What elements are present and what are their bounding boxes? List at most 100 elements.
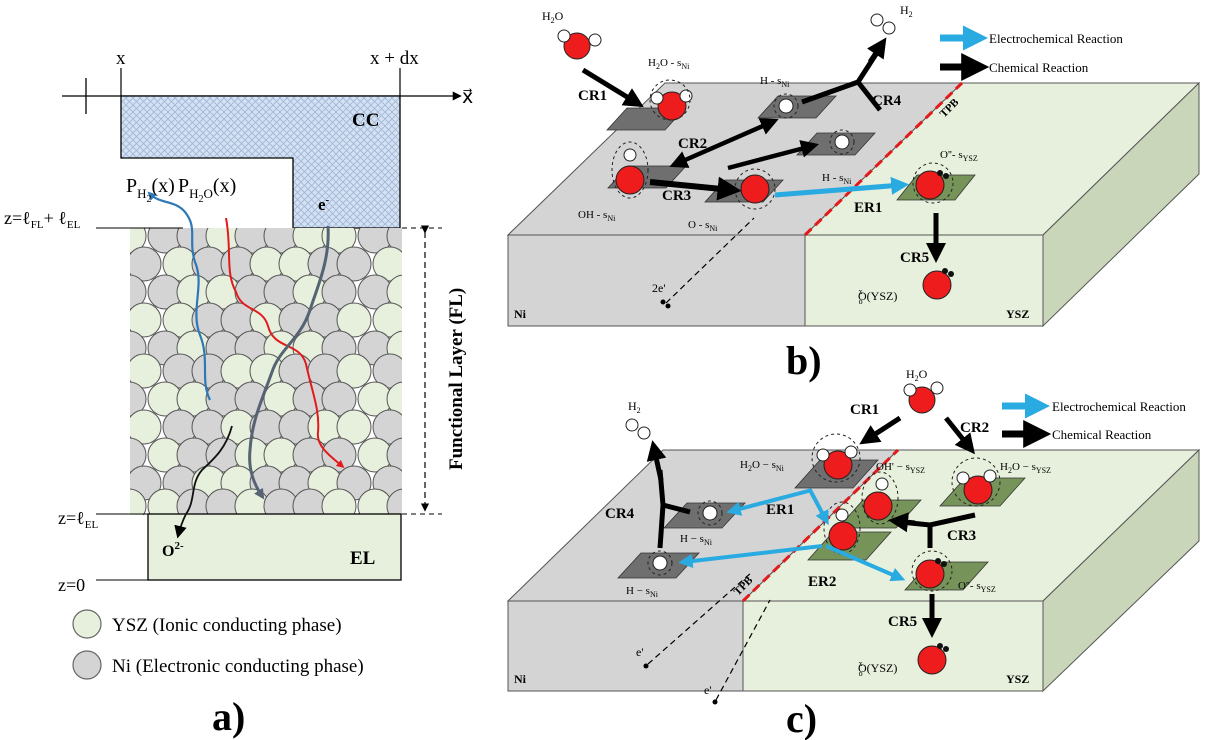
electron-label: e-	[318, 194, 330, 214]
p-h2-label: PH2(x)	[126, 175, 175, 205]
ni-particle	[372, 353, 402, 389]
ni-front-face-c	[507, 600, 744, 692]
adsorbed-h-sni-b-c	[647, 550, 673, 576]
adsorbed-h-sni-top	[773, 93, 799, 119]
adsorbed-h2o-sni-c	[811, 433, 861, 483]
oh-ysz-label-c: OH' − sYSZ	[876, 461, 925, 475]
site-h-sni-top	[757, 95, 837, 119]
h2o-sni-label: H2O - sNi	[648, 57, 690, 71]
legend-chem-label-c: Chemical Reaction	[1052, 427, 1152, 442]
x-vector-label: x⃗	[462, 87, 473, 108]
o-sni-label: O - sNi	[688, 219, 718, 233]
two-e-label: 2e'	[652, 281, 666, 295]
ni-particle	[321, 381, 357, 417]
cc-label: CC	[352, 110, 379, 131]
p-h2o-label: PH2O(x)	[178, 175, 236, 205]
adsorbed-oh-ysz2-c	[823, 501, 861, 555]
oxide-path	[174, 425, 233, 539]
h-sni-top-label: H - sNi	[760, 75, 790, 89]
adsorbed-h-sni-a-c	[697, 500, 723, 526]
oh-sni-label: OH - sNi	[578, 209, 616, 223]
electron-dot-b1	[660, 299, 666, 305]
tpb-line	[803, 81, 964, 237]
cr1-label-b: CR1	[578, 88, 607, 104]
panel-b-label: b)	[786, 338, 822, 383]
ysz-particle	[372, 246, 402, 282]
arrow-cr2-b-a	[669, 118, 779, 168]
e1-label-c: e'	[636, 645, 644, 659]
ysz-particle	[130, 488, 147, 515]
h2-path	[147, 191, 211, 401]
o-ysz-label: O''- sYSZ	[940, 149, 978, 163]
cr4-label-c: CR4	[605, 506, 635, 522]
electron-path-b	[665, 217, 755, 304]
gas-h2-label: H2	[900, 3, 913, 19]
el-label: EL	[350, 548, 375, 569]
gas-h2-label-c: H2	[628, 399, 641, 415]
ni-particle	[321, 437, 357, 473]
ni-front-face	[507, 234, 806, 327]
electrolyte-layer	[147, 513, 402, 581]
adsorbed-oh-sni	[611, 141, 649, 199]
electron-path	[248, 225, 330, 500]
ysz-side-face-c	[1042, 448, 1200, 693]
adsorbed-o-ysz-c	[911, 550, 953, 592]
ysz-front-face-c	[742, 600, 1044, 692]
legend-electro-label-c: Electrochemical Reaction	[1052, 399, 1186, 414]
panel-c: TPB Ni YSZ H2 H2O H2O − sNi	[506, 367, 1201, 740]
arrow-cr3-b	[649, 176, 742, 201]
oox-label-c: Oox(YSZ)	[858, 659, 897, 678]
ni-particle	[336, 246, 372, 282]
z-zero-label: z=0	[58, 575, 85, 595]
ni-particle	[130, 274, 147, 310]
arrow-er2-c-b	[825, 544, 906, 582]
arrow-cr1-b	[581, 67, 644, 108]
ysz-particle	[321, 488, 357, 515]
particle-bed	[130, 228, 402, 515]
cr5-label-b: CR5	[900, 250, 929, 266]
cr2-label-c: CR2	[960, 420, 989, 436]
electron-path-c1	[647, 571, 753, 665]
h-sni-mid-label: H - sNi	[822, 172, 852, 186]
arrow-er2-c-a	[678, 544, 823, 569]
ni-particle	[130, 246, 162, 282]
arrow-cr2-c	[944, 416, 975, 455]
panel-b: TPB Ni YSZ H2O H2 H2O - sNi	[506, 3, 1201, 383]
xdx-label: x + dx	[370, 48, 419, 69]
legend-ysz-label: YSZ (Ionic conducting phase)	[112, 615, 342, 636]
arrow-er1-b	[774, 176, 910, 198]
z-mid-label: z=ℓEL	[58, 508, 98, 531]
ysz-side-face	[1042, 81, 1200, 328]
adsorbed-o-ysz	[912, 162, 954, 204]
adsorbed-o-sni	[734, 168, 776, 210]
legend-electro-label-b: Electrochemical Reaction	[989, 31, 1123, 46]
e2-label-c: e'	[704, 683, 712, 697]
ysz-particle	[336, 302, 372, 338]
cr1-label-c: CR1	[850, 402, 879, 418]
ni-label: Ni	[514, 307, 527, 321]
gas-h2o-molecule-c	[903, 381, 944, 414]
er1-label-c: ER1	[766, 502, 794, 518]
ysz-particle	[386, 381, 402, 417]
x-label: x	[116, 48, 126, 69]
ysz-particle	[130, 353, 162, 389]
cr5-label-c: CR5	[888, 614, 917, 630]
gas-h2o-molecule	[557, 29, 602, 60]
adsorbed-h2o-ysz-c	[951, 457, 1001, 507]
electron-dot-b2	[665, 303, 671, 309]
ysz-particle	[372, 302, 402, 338]
legend-ni-swatch	[72, 650, 102, 680]
lattice-oxygen-c	[917, 643, 949, 675]
panel-a: x x + dx x⃗ CC EL z=ℓFL+ ℓEL z=ℓEL z=0 F…	[4, 48, 473, 739]
ni-particle	[130, 381, 147, 417]
panel-c-label: c)	[786, 696, 817, 740]
electron-dot-c2	[712, 699, 718, 705]
arrow-cr4-c-head	[646, 440, 667, 481]
legend-ni-label: Ni (Electronic conducting phase)	[112, 656, 364, 677]
cr4-label-b: CR4	[872, 93, 902, 109]
ni-particle	[321, 274, 357, 310]
arrow-cr3-c-head	[888, 512, 916, 533]
er1-label-b: ER1	[854, 200, 882, 216]
ni-label-c: Ni	[514, 672, 527, 686]
panel-a-label: a)	[212, 694, 245, 739]
